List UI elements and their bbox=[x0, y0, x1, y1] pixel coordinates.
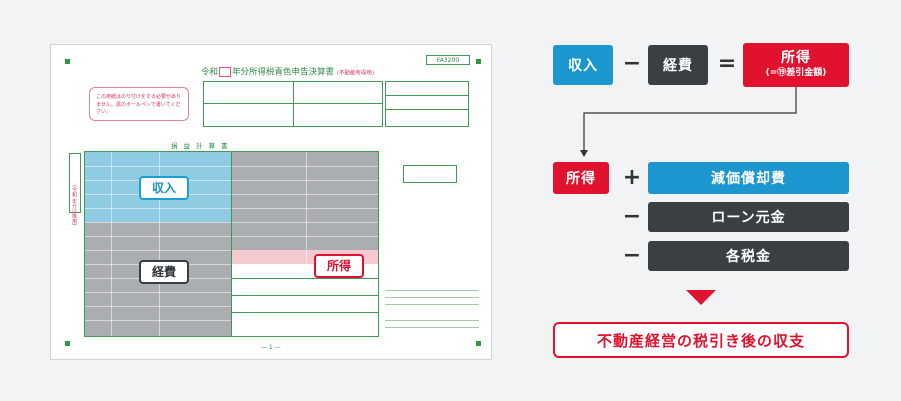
taxes-box: 各税金 bbox=[648, 241, 849, 271]
expense-zone-right bbox=[231, 152, 378, 250]
registration-mark bbox=[476, 59, 481, 64]
registration-mark bbox=[476, 341, 481, 346]
tax-form-illustration: FA3200 令和年分所得税青色申告決算書 (不動産所得用) この用紙はのり付け… bbox=[50, 44, 492, 360]
registration-mark bbox=[65, 59, 70, 64]
side-tab bbox=[69, 153, 81, 213]
registration-mark bbox=[65, 341, 70, 346]
profit-box-sublabel: (=⑲差引金額) bbox=[765, 67, 827, 78]
form-code: FA3200 bbox=[426, 55, 470, 65]
page-number: — 1 — bbox=[261, 344, 281, 351]
minus-operator: − bbox=[622, 204, 642, 229]
down-arrow-icon bbox=[686, 290, 716, 305]
income-tag: 収入 bbox=[139, 176, 189, 200]
instruction-note: この用紙はのり付けをする必要がありません。黒のボールペンで書いてください。 bbox=[89, 87, 189, 121]
equals-operator: = bbox=[717, 51, 737, 76]
profit-box-label: 所得 bbox=[781, 50, 811, 67]
plus-operator: + bbox=[622, 165, 642, 190]
expense-box: 経費 bbox=[648, 45, 708, 85]
income-box: 収入 bbox=[553, 45, 613, 85]
profit-box: 所得 (=⑲差引金額) bbox=[743, 43, 849, 87]
section-header: 損益計算書 bbox=[171, 142, 234, 150]
minus-operator: − bbox=[622, 243, 642, 268]
side-label: (令和 年分以降用) bbox=[71, 185, 77, 226]
office-info-block bbox=[385, 81, 469, 127]
right-info-box bbox=[403, 165, 457, 183]
form-title: 令和年分所得税青色申告決算書 (不動産所得用) bbox=[201, 67, 375, 78]
profit-start-box: 所得 bbox=[553, 162, 609, 194]
minus-operator: − bbox=[622, 51, 642, 76]
profit-tag: 所得 bbox=[314, 254, 364, 278]
loan-principal-box: ローン元金 bbox=[648, 202, 849, 232]
income-statement-table bbox=[84, 151, 379, 337]
expense-tag: 経費 bbox=[139, 260, 189, 284]
depreciation-box: 減価償却費 bbox=[648, 162, 849, 194]
after-tax-cashflow-result: 不動産経営の税引き後の収支 bbox=[553, 322, 849, 358]
